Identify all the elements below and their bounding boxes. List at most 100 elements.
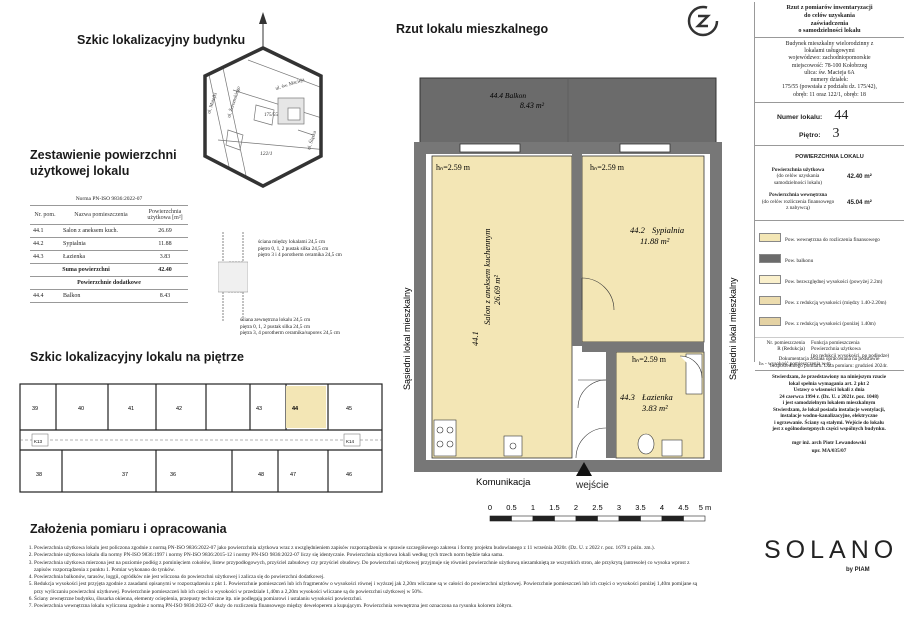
corridor-label: Komunikacja	[476, 477, 531, 488]
building-info: Budynek mieszkalny wielorodzinny z lokal…	[755, 38, 904, 103]
unit-41: 41	[128, 406, 134, 412]
scale-segment	[575, 515, 598, 522]
parcel-122-1: 122/1	[260, 151, 273, 157]
bath-nr: 44.3	[620, 392, 635, 402]
scale-segment	[554, 515, 577, 522]
scale-segment	[618, 515, 641, 522]
entrance-label: wejście	[576, 480, 609, 491]
brand-by: by PIAM	[846, 567, 870, 573]
bath-area: 3.83 m²	[641, 403, 668, 413]
wall-note-outer: ściana zewnętrzna lokalu 24,5 cm piętra …	[240, 317, 340, 336]
street-slaska: ul. Śląska	[306, 130, 318, 151]
legend-item-3: Pow. z redukcją wysokości (między 1.40-2…	[759, 291, 900, 309]
scale-tick-label: 2.5	[592, 503, 602, 512]
unit-46: 46	[346, 472, 352, 478]
neighbor-left-label: Sąsiedni lokal mieszkalny	[402, 287, 412, 390]
floor-value: 3	[832, 125, 840, 141]
legend-item-2: Pow. bezwzględnej wysokości (powyżej 2.2…	[759, 270, 900, 288]
scale-segment	[597, 515, 620, 522]
legend-item-4: Pow. z redukcją wysokości (poniżej 1.40m…	[759, 312, 900, 330]
legend-item-0: Pow. wewnętrzna do rozliczenia finansowe…	[759, 228, 900, 246]
bedroom-nr: 44.2	[630, 225, 646, 235]
author-name: mgr inż. arch Piotr Lewandowski	[792, 440, 866, 446]
street-matejki: ul. Matejki	[207, 92, 219, 115]
height-bedroom: hₙ=2.59 m	[590, 163, 625, 172]
scale-tick-label: 5 m	[699, 503, 712, 512]
list-item: Ściany zewnętrzne budynku, ślusarka okie…	[34, 596, 704, 603]
area-table: Norma PN-ISO 9836:2022-07 Nr. pom. Nazwa…	[30, 194, 188, 304]
area-table-norm: Norma PN-ISO 9836:2022-07	[30, 194, 188, 207]
living-room-area	[431, 155, 573, 459]
unit-45: 45	[346, 406, 352, 412]
brand-logo: SOLANO	[764, 536, 899, 564]
scale-tick-label: 3.5	[635, 503, 645, 512]
unit-37: 37	[122, 472, 128, 478]
list-item: Powierzchnia użytkowa mierzona jest na p…	[34, 560, 704, 575]
floor-plan-sketch: 39 40 41 42 43 44 45 38 37 36 48 47 46 K…	[16, 378, 388, 498]
unit-42: 42	[176, 406, 182, 412]
unit-39: 39	[32, 406, 38, 412]
bedroom-area: 11.88 m²	[640, 236, 670, 246]
wall-note-inner: ściana między lokalami 24,5 cm piętro 0,…	[258, 239, 342, 258]
parcel-175-55: 175/55	[264, 113, 278, 118]
building-sketch-title: Szkic lokalizacyjny budynku	[77, 33, 246, 47]
unit-43: 43	[256, 406, 262, 412]
scale-tick-label: 1.5	[549, 503, 559, 512]
scale-tick-label: 0.5	[506, 503, 516, 512]
unit-number-label: Numer lokalu:	[777, 113, 823, 121]
area-summary-title: Zestawienie powierzchni użytkowej lokalu	[30, 148, 177, 178]
bedroom-area	[581, 155, 705, 343]
internal-area-label: Powierzchnia wewnętrzna	[768, 192, 828, 199]
north-arrow-icon	[259, 12, 267, 48]
unit-47: 47	[290, 472, 296, 478]
assumptions-title: Założenia pomiaru i opracowania	[30, 522, 227, 536]
floor-label: Piętro:	[799, 131, 821, 139]
bath-label: Łazienka	[641, 392, 673, 402]
unit-36: 36	[170, 472, 176, 478]
scale-segment	[511, 515, 534, 522]
scale-segment	[661, 515, 684, 522]
area-panel-title: POWIERZCHNIA LOKALU	[795, 153, 864, 160]
usable-area-sub: (do celów uzyskania samodzielności lokal…	[774, 173, 822, 186]
unit-44-highlighted: 44	[292, 406, 299, 412]
list-item: Powierzchnie użytkowa lokalu dla normy P…	[34, 552, 704, 559]
legend-item-1: Pow. balkonu	[759, 249, 900, 267]
scale-segment	[640, 515, 663, 522]
wall-detail-sketch	[217, 232, 249, 322]
list-item: Redukcja wysokości jest przyjęta zgodnie…	[34, 581, 704, 596]
floor-sketch-title: Szkic lokalizacyjny lokalu na piętrze	[30, 350, 244, 364]
doc-note: Dokumentacja została opracowana na podst…	[770, 356, 888, 369]
living-area: 26.69 m²	[492, 275, 502, 305]
living-label: Salon z aneksem kuchennym	[482, 228, 492, 325]
scale-segment	[683, 515, 706, 522]
building-location-map: ul. Matejki ul. Żeromskiego ul. św. Maci…	[188, 10, 338, 198]
compass-logo-icon	[686, 4, 720, 38]
usable-area-label: Powierzchnia użytkowa	[771, 166, 825, 173]
scale-segment	[532, 515, 555, 522]
internal-area-sub: (do celów rozliczenia finansowego z naby…	[761, 198, 835, 212]
internal-area-value: 45.04 m²	[847, 198, 872, 206]
list-item: Powierzchnia wewnętrzna lokalu wyliczona…	[34, 603, 704, 610]
unit-40: 40	[78, 406, 84, 412]
unit-38: 38	[36, 472, 42, 478]
scale-tick-label: 1	[531, 503, 535, 512]
apartment-plan: 44.4 Balkon 8.43 m² hₙ=2.59 m hₙ=2.59 m …	[400, 50, 740, 490]
right-info-panel: Rzut z pomiarów inwentaryzacji do celów …	[754, 2, 904, 371]
unit-number-value: 44	[834, 107, 849, 123]
plan-title: Rzut lokalu mieszkalnego	[396, 22, 549, 36]
legend: Pow. wewnętrzna do rozliczenia finansowe…	[755, 221, 904, 337]
height-living: hₙ=2.59 m	[436, 163, 471, 172]
balcony-label: 44.4 Balkon	[490, 91, 526, 100]
balcony-area-label: 8.43 m²	[520, 101, 545, 110]
street-macieja: ul. św. Macieja	[275, 78, 306, 92]
entrance-arrow-icon	[576, 462, 592, 476]
area-additional-header: Powierzchnie dodatkowe	[30, 276, 188, 291]
stair-k14: K14	[346, 439, 355, 444]
scale-tick-label: 3	[617, 503, 621, 512]
